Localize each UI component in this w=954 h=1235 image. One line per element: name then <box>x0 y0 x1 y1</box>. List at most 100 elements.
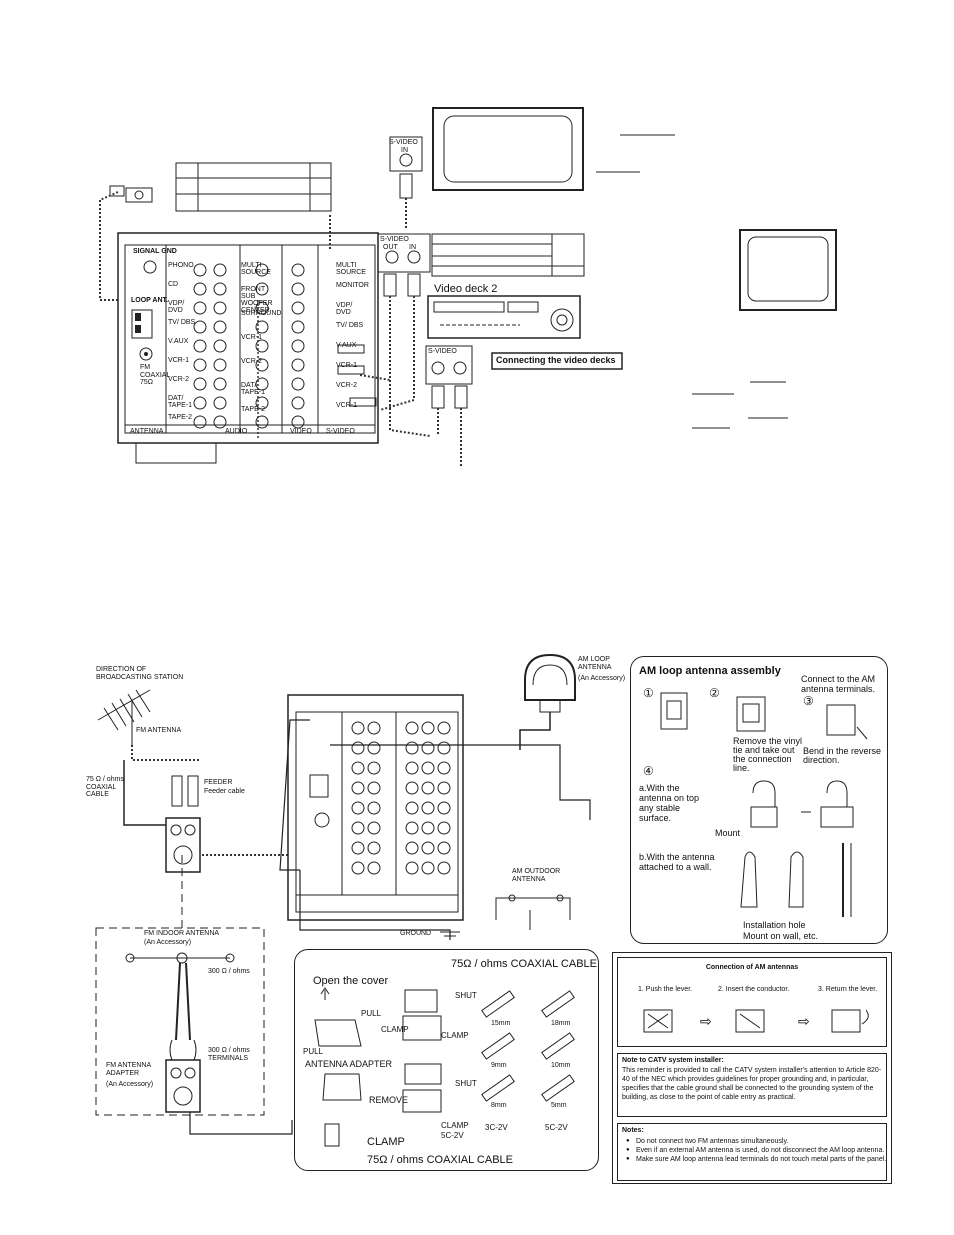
clamp-label-3: CLAMP <box>441 1121 469 1130</box>
dim-18mm: 18mm <box>551 1020 571 1027</box>
jack-label: CD <box>168 281 179 288</box>
feeder-cable-label: Feeder cable <box>204 788 245 795</box>
video-diagram-drawing <box>99 107 837 468</box>
rca-jack <box>351 841 365 855</box>
am-loop-accessory: (An Accessory) <box>578 675 626 682</box>
am-loop-label: AM LOOP ANTENNA <box>578 656 612 671</box>
rca-jack <box>351 741 365 755</box>
rca-jack <box>351 821 365 835</box>
cable-5c-label-2: 5C-2V <box>441 1131 464 1140</box>
am-outdoor-label: AM OUTDOOR ANTENNA <box>512 868 561 883</box>
dim-10mm: 10mm <box>551 1062 571 1069</box>
rca-jack <box>437 781 451 795</box>
rca-jack <box>213 263 227 277</box>
jack-label: VCR-2 <box>168 376 190 383</box>
rca-jack <box>437 841 451 855</box>
installation-hole-label: Installation hole <box>743 920 806 930</box>
rca-jack <box>255 320 269 334</box>
am-connection-title: Connection of AM antennas <box>705 964 799 971</box>
rca-jack <box>193 282 207 296</box>
rca-jack <box>291 358 305 372</box>
rca-jack <box>291 415 305 429</box>
pull-label-2: PULL <box>303 1047 324 1056</box>
rca-jack <box>437 761 451 775</box>
loop-ant-label: LOOP ANT. <box>131 297 168 304</box>
svideo-in-sub2: IN <box>409 244 416 251</box>
coax-footer: 75Ω / ohms COAXIAL CABLE <box>367 1154 513 1166</box>
fm-indoor-label: FM INDOOR ANTENNA <box>144 930 220 937</box>
rca-jack <box>437 821 451 835</box>
note-item: Do not connect two FM antennas simultane… <box>626 1137 892 1146</box>
jack-label: DAT/ TAPE-1 <box>241 382 265 396</box>
rca-jack <box>193 377 207 391</box>
rca-jack <box>255 339 269 353</box>
svideo-out-sub: OUT <box>383 244 398 251</box>
s-video-section-label: S-VIDEO <box>326 428 355 435</box>
catv-note-text: This reminder is provided to call the CA… <box>622 1067 882 1101</box>
rca-jack <box>367 821 381 835</box>
rca-jack <box>291 396 305 410</box>
right-info-panel: Connection of AM antennas 1. Push the le… <box>612 952 892 1184</box>
note-item: Make sure AM loop antenna lead terminals… <box>626 1155 892 1164</box>
antenna-section-label: ANTENNA <box>130 428 164 435</box>
rca-jack <box>421 801 435 815</box>
rca-jack <box>405 801 419 815</box>
note-item: Even if an external AM antenna is used, … <box>626 1146 892 1155</box>
fm-adapter-label: FM ANTENNA ADAPTER <box>106 1062 151 1077</box>
option-b-text: b.With the antenna attached to a wall. <box>639 852 715 872</box>
direction-label: DIRECTION OF BROADCASTING STATION <box>96 666 184 681</box>
fm-indoor-accessory: (An Accessory) <box>144 939 192 946</box>
rca-jack <box>213 377 227 391</box>
signal-gnd-label: SIGNAL GND <box>133 248 177 255</box>
rca-jack <box>291 339 305 353</box>
rca-jack <box>405 741 419 755</box>
antenna-adapter-label: ANTENNA ADAPTER <box>305 1059 393 1069</box>
am-loop-assembly-drawing <box>660 692 868 917</box>
clamp-label: CLAMP <box>381 1025 409 1034</box>
ohm-300-terminals-label: 300 Ω / ohms TERMINALS <box>208 1047 250 1062</box>
mount-wall-label: Mount on wall, etc. <box>743 931 819 941</box>
jack-label: VCR-2 <box>336 382 358 389</box>
jack-label: MULTI SOURCE <box>241 262 271 276</box>
rca-jack <box>213 301 227 315</box>
rca-jack <box>255 396 269 410</box>
catv-note-title: Note to CATV system installer: <box>622 1057 724 1064</box>
rca-jack <box>351 861 365 875</box>
rca-jack <box>213 415 227 429</box>
rca-jack <box>255 358 269 372</box>
step-3-label: ③ <box>803 694 814 708</box>
rca-jack <box>421 861 435 875</box>
rca-jack <box>405 841 419 855</box>
fm-adapter-accessory: (An Accessory) <box>106 1081 154 1088</box>
rca-jack <box>291 377 305 391</box>
am-step-3: 3. Return the lever. <box>818 986 878 993</box>
dim-5mm: 5mm <box>551 1102 567 1109</box>
rca-jack <box>367 801 381 815</box>
coax-header: 75Ω / ohms COAXIAL CABLE <box>451 958 597 970</box>
notes-title: Notes: <box>622 1127 644 1134</box>
jack-label: VDP/ DVD <box>168 300 185 314</box>
video-deck-2-label: Video deck 2 <box>434 283 498 295</box>
am-connection-box: Connection of AM antennas 1. Push the le… <box>617 957 887 1047</box>
rca-jack <box>291 301 305 315</box>
coax-cable-box: 75Ω / ohms COAXIAL CABLE Open the cover … <box>294 949 599 1171</box>
jack-label: V.AUX <box>336 342 357 349</box>
rca-jack <box>421 841 435 855</box>
rca-jack <box>213 320 227 334</box>
rca-jack <box>351 781 365 795</box>
jack-label: VCR-1 <box>168 357 190 364</box>
dim-9mm: 9mm <box>491 1062 507 1069</box>
step-2-label: ② <box>709 686 720 700</box>
am-loop-assembly-box: AM loop antenna assembly Connect to the … <box>630 656 888 944</box>
jack-label: VCR-1 <box>336 402 358 409</box>
jack-label: SURROUND <box>241 310 282 317</box>
rca-jack <box>193 415 207 429</box>
rca-jack <box>367 741 381 755</box>
ground-label: GROUND <box>400 930 432 937</box>
jack-label: PHONO <box>168 262 194 269</box>
rca-jack <box>367 841 381 855</box>
jack-label: MONITOR <box>336 282 369 289</box>
ohm-300-label: 300 Ω / ohms <box>208 968 250 975</box>
svideo-outin-label: S-VIDEO <box>380 236 409 243</box>
cable-3c-label: 3C-2V <box>485 1123 508 1132</box>
